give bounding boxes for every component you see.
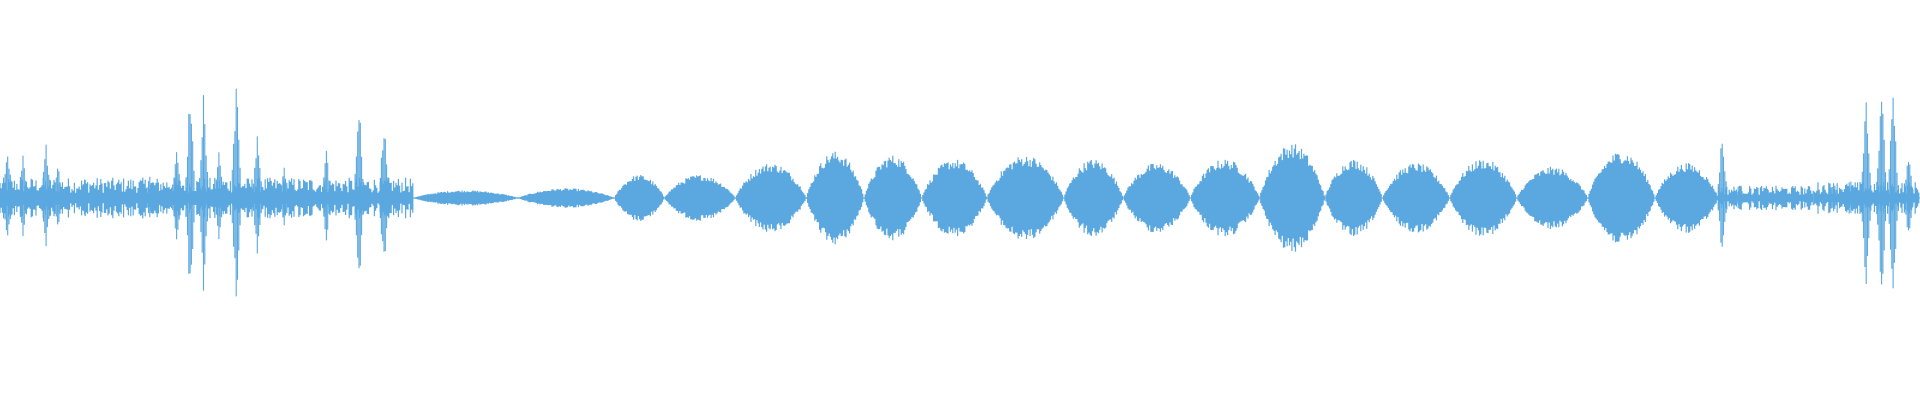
waveform-spike	[1904, 162, 1913, 231]
waveform-spike	[172, 152, 182, 240]
waveform-spike	[185, 113, 195, 274]
waveform-spike	[1861, 102, 1871, 284]
waveform-spike	[41, 144, 51, 247]
waveform-spike	[354, 120, 364, 269]
waveform-segment	[1717, 143, 1814, 247]
waveform-segment	[0, 88, 414, 297]
waveform-spike	[379, 138, 389, 252]
waveform-spike	[279, 167, 289, 226]
waveform-spike	[1888, 97, 1898, 289]
waveform-spike	[231, 88, 241, 297]
waveform-spike	[3, 156, 13, 236]
waveform-segment	[1813, 97, 1920, 289]
waveform-spike	[214, 152, 224, 240]
waveform-spike	[53, 168, 63, 225]
waveform-spike	[199, 95, 208, 291]
waveform-spike	[18, 155, 28, 237]
waveform-spike	[321, 150, 331, 241]
waveform-spike	[252, 136, 262, 254]
waveform-spike	[1717, 143, 1727, 247]
waveform-spike	[1877, 101, 1887, 285]
